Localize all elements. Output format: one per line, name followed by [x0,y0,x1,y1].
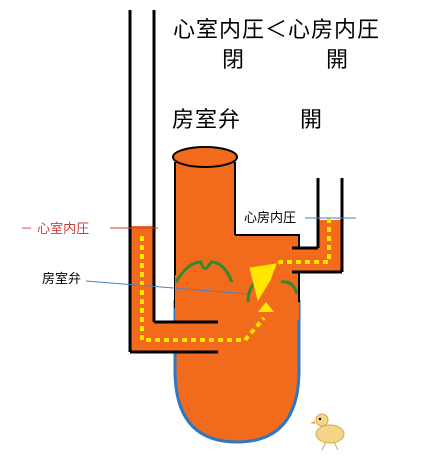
av-valve-pointer [85,280,249,295]
av-valve-label: 房室弁 [42,272,82,287]
ventricle-pressure-label: － 心室内圧 [20,222,90,237]
atrium-pressure-label: 心房内圧 [244,211,297,226]
ventricle-manometer-fill [130,226,218,352]
aorta-opening [172,146,238,168]
atrium-outline [235,234,300,248]
av-valve-leaflet-right-2 [280,280,299,295]
atrium-chamber [175,235,299,320]
flow-arrow-icon [249,263,277,302]
flow-arrow-small-icon [258,302,274,312]
pressure-relation-title: 心室内圧＜心房内圧 [173,18,381,43]
av-valve-leaflet-left [174,260,234,283]
chick-mascot-icon [310,413,345,451]
state-left-label: 閉 [222,48,246,73]
valve-status-label: 房室弁 [172,108,242,133]
state-right-label: 開 [326,48,350,73]
flow-path-left [140,236,266,342]
valve-status-state: 開 [300,108,324,133]
